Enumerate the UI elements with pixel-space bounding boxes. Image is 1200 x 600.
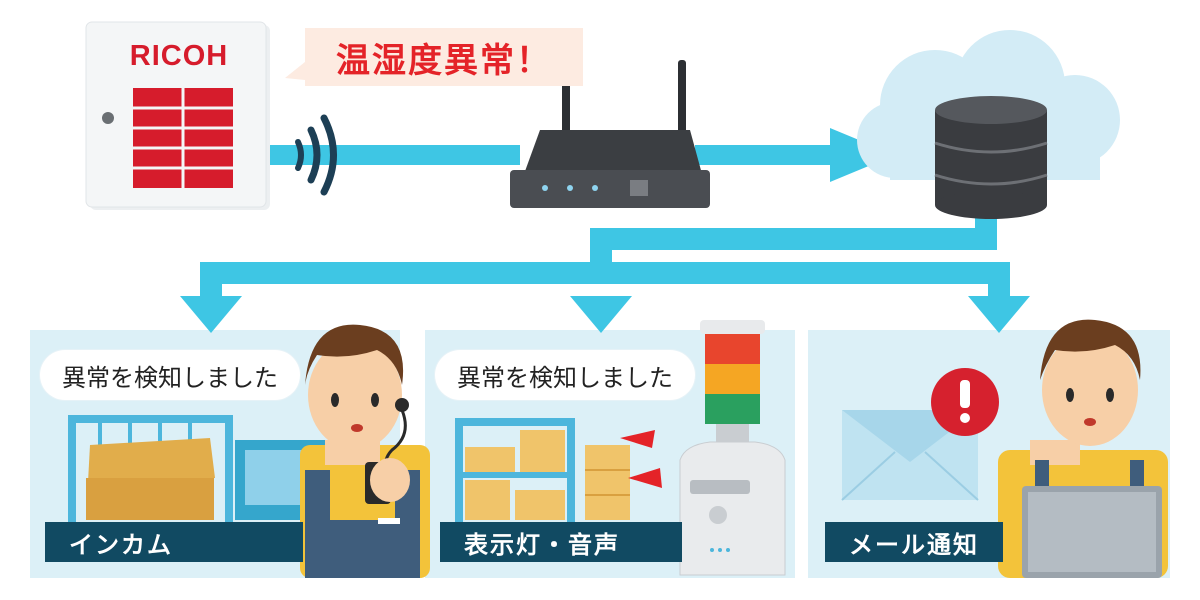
banner-signal: 表示灯・音声 [440,522,682,562]
router-icon [510,60,710,208]
flow-arrow-distribution [180,200,1030,333]
warehouse-scene-2 [455,418,662,523]
banner-intercom: インカム [45,522,303,562]
warning-icon [931,368,999,436]
speech-bubble-signal: 異常を検知しました [435,350,695,400]
arrow-head-signal [570,296,632,333]
signal-tower-icon [679,320,786,576]
flow-arrow-device-to-router [270,145,520,165]
banner-mail: メール通知 [825,522,1003,562]
arrow-head-mail [968,296,1030,333]
alert-bubble: 温湿度異常！ [305,28,583,86]
device-brand-logo: RICOH [129,40,229,72]
alert-bubble-tail [285,62,305,80]
arrow-head-intercom [180,296,242,333]
sensor-device [85,21,270,210]
database-icon [934,96,1048,219]
worker-with-laptop [998,319,1168,578]
worker-with-intercom [300,324,430,578]
wifi-icon [295,114,337,196]
speech-bubble-intercom: 異常を検知しました [40,350,300,400]
